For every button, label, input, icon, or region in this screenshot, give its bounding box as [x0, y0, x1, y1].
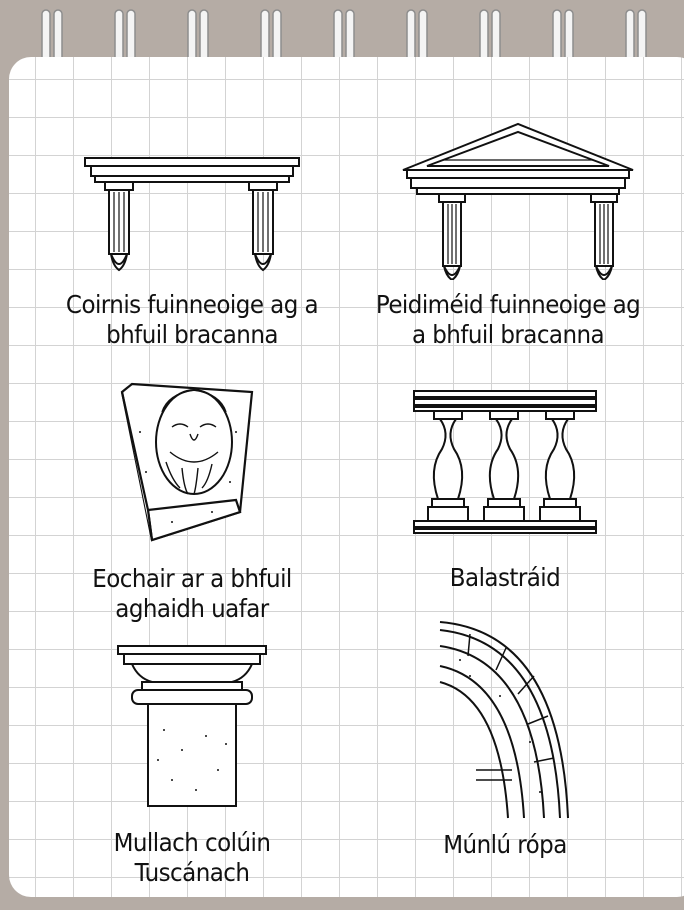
- rope-moulding-icon: [430, 612, 580, 822]
- item-rope-moulding: Múnlú rópa: [355, 612, 655, 882]
- item-keystone: Eochair ar a bhfuil aghaidh uafar: [42, 372, 342, 642]
- pediment-icon: [393, 120, 643, 280]
- tuscan-capital-icon: [102, 640, 282, 810]
- item-cornice: Coirnis fuinneoige ag a bhfuil bracanna: [42, 140, 342, 410]
- balustrade-icon: [410, 385, 600, 545]
- caption-rope-moulding: Múnlú rópa: [367, 830, 643, 860]
- caption-cornice: Coirnis fuinneoige ag a bhfuil bracanna: [54, 290, 330, 350]
- item-tuscan-capital: Mullach colúin Tuscánach: [42, 640, 342, 910]
- caption-balustrade: Balastráid: [367, 563, 643, 593]
- grotesque-keystone-icon: [112, 372, 272, 552]
- cornice-icon: [77, 140, 307, 280]
- caption-pediment: Peidiméid fuinneoige ag a bhfuil bracann…: [370, 290, 646, 350]
- item-pediment: Peidiméid fuinneoige ag a bhfuil bracann…: [368, 120, 668, 390]
- caption-keystone: Eochair ar a bhfuil aghaidh uafar: [54, 564, 330, 624]
- caption-tuscan-capital: Mullach colúin Tuscánach: [54, 828, 330, 888]
